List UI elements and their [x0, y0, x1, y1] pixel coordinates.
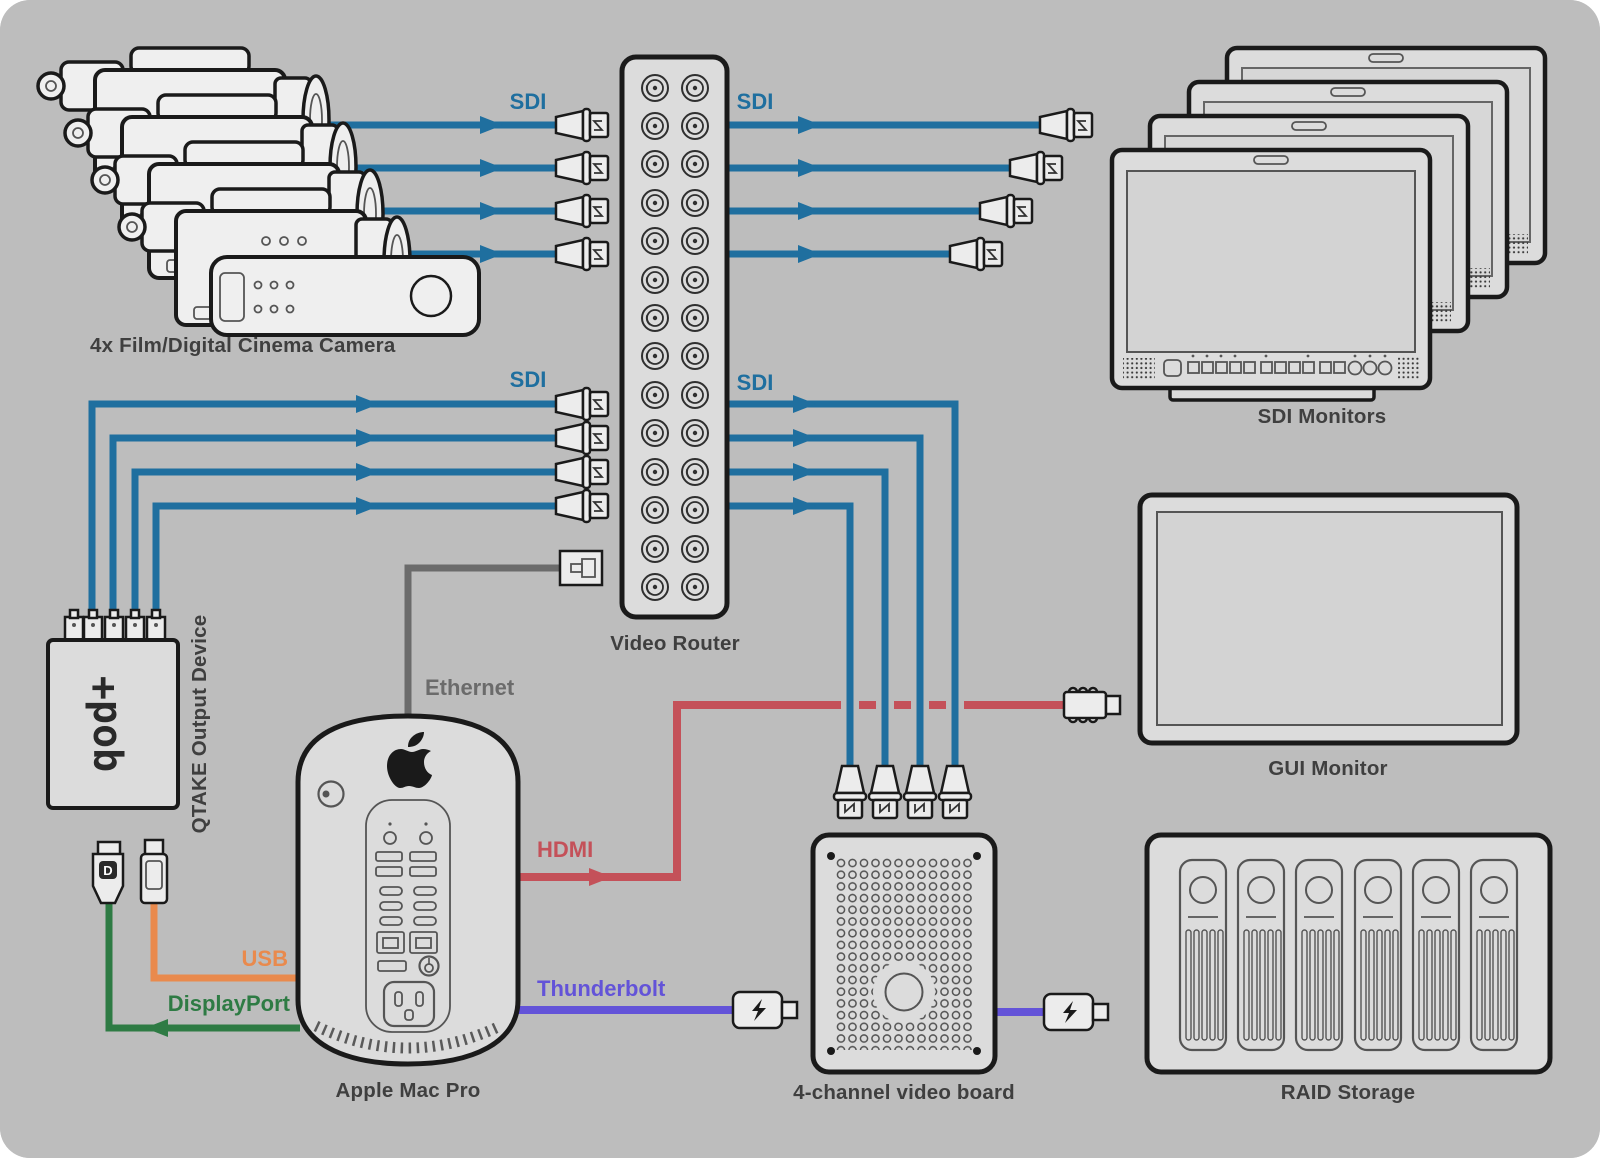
video-router: [619, 54, 730, 620]
gui-monitor: [1137, 492, 1520, 746]
hdmi-connection: [514, 686, 1122, 886]
usb-connection: [139, 838, 300, 982]
monitor-knobs: [1347, 360, 1393, 376]
ethernet-connection: [404, 549, 604, 716]
thunderbolt-label: Thunderbolt: [537, 976, 666, 1001]
ethernet-label: Ethernet: [425, 675, 515, 700]
apple-mac-pro: [295, 713, 521, 1067]
sdi-label-qtake: SDI: [510, 367, 547, 392]
apple-logo-icon: [387, 732, 432, 788]
power-button-icon: [418, 955, 440, 977]
gui-monitor-label: GUI Monitor: [1268, 757, 1388, 780]
lock-slot-icon: [317, 780, 345, 808]
hdmi-label: HDMI: [537, 837, 593, 862]
front-camera-body: [209, 255, 481, 337]
rj45-plug-icon: [558, 549, 604, 587]
displayport-logo: D: [103, 863, 112, 878]
video-board-label: 4-channel video board: [793, 1081, 1015, 1104]
apple-mac-pro-label: Apple Mac Pro: [336, 1079, 481, 1102]
thunderbolt-connections: [514, 990, 1110, 1032]
qtake-bnc-connectors: [63, 608, 167, 643]
hdmi-plug-icon: [1062, 686, 1122, 724]
qtake-output-device: qod+: [46, 608, 180, 810]
sdi-lines-cameras-to-router: [330, 107, 610, 272]
sdi-monitors: [1109, 48, 1545, 402]
video-board: [810, 832, 998, 1075]
mac-vents: [313, 1021, 503, 1054]
monitor-buttons: [1187, 354, 1387, 374]
cameras-label: 4x Film/Digital Cinema Camera: [90, 334, 396, 357]
video-router-label: Video Router: [610, 632, 740, 655]
displayport-plug-icon: D: [91, 840, 125, 905]
usb-label: USB: [242, 946, 288, 971]
displayport-connection: D: [91, 840, 300, 1037]
sdi-label-board: SDI: [737, 370, 774, 395]
mac-port-panel: [365, 799, 451, 1033]
power-socket-icon: [382, 980, 436, 1028]
sdi-label-cameras: SDI: [510, 89, 547, 114]
qod-logo: qod+: [80, 676, 126, 772]
sdi-monitors-label: SDI Monitors: [1258, 405, 1387, 428]
qtake-device-label: QTAKE Output Device: [188, 615, 211, 834]
sdi-label-monitors: SDI: [737, 89, 774, 114]
raid-storage-label: RAID Storage: [1281, 1081, 1416, 1104]
cinema-cameras: [36, 46, 481, 337]
sdi-lines-qtake-to-router: [88, 386, 610, 625]
sdi-monitor-front: [1109, 147, 1433, 402]
sdi-lines-router-to-board: [727, 395, 973, 820]
displayport-label: DisplayPort: [168, 991, 291, 1016]
raid-storage: [1144, 832, 1553, 1075]
sdi-lines-router-to-monitors: [727, 107, 1094, 272]
usb-plug-icon: [139, 838, 169, 905]
